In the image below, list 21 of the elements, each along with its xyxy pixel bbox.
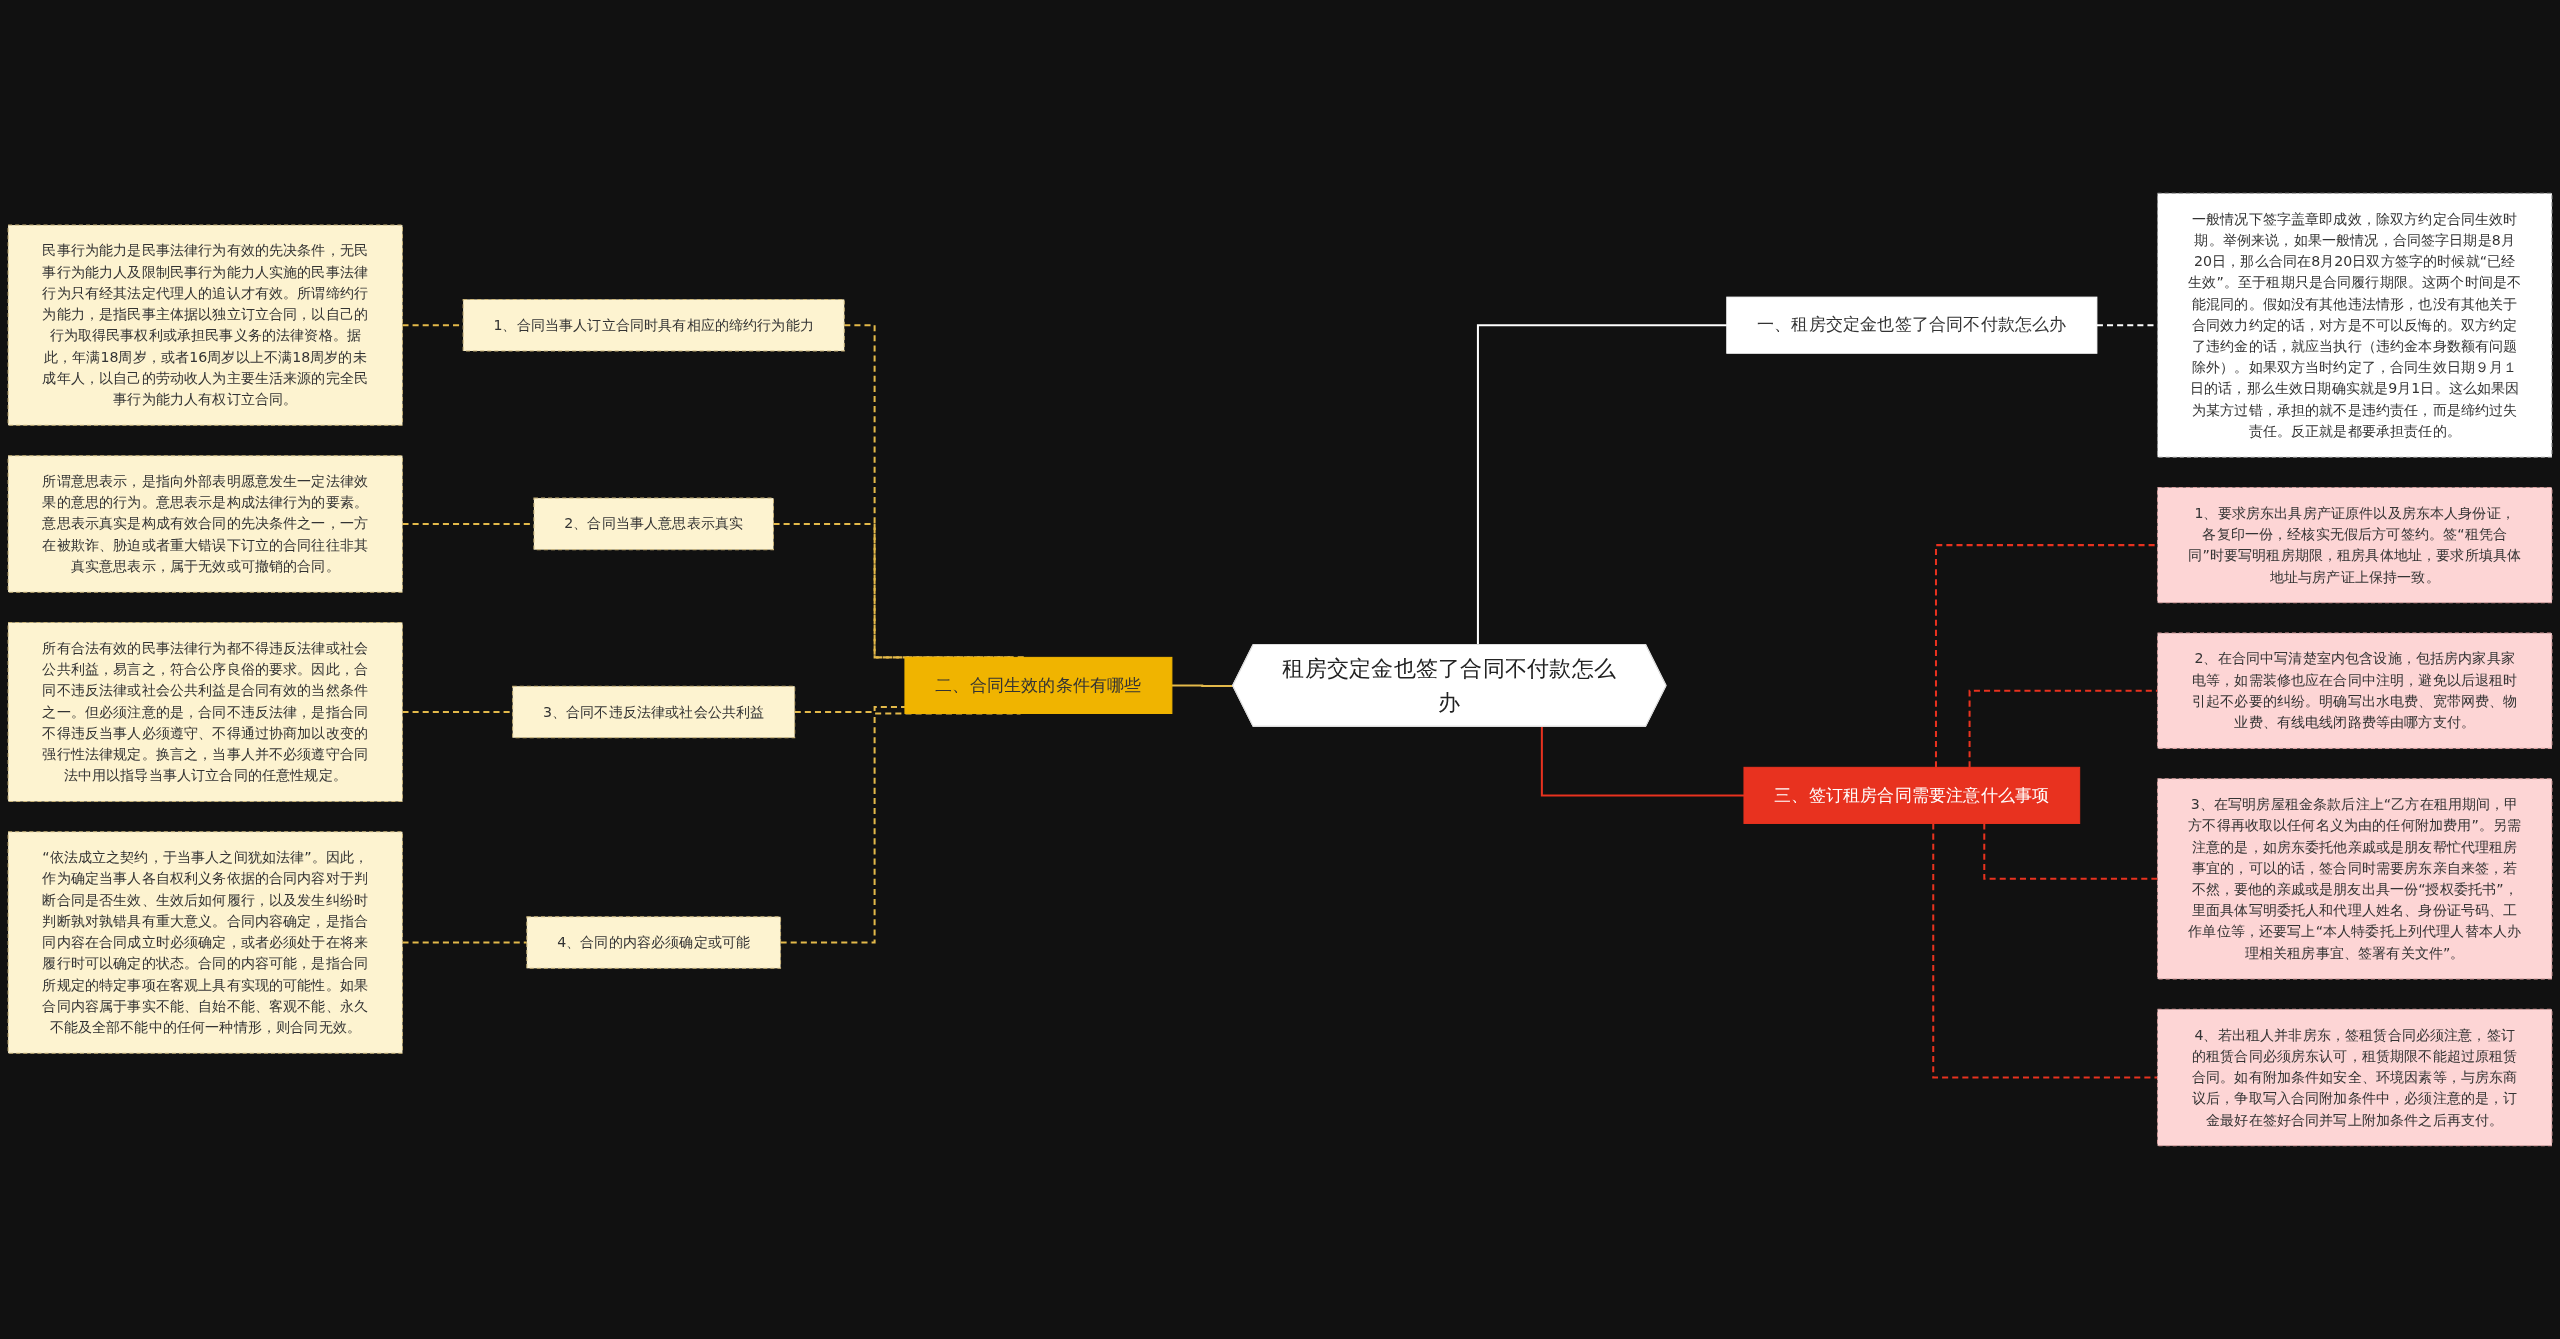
node-box: 3、合同不违反法律或社会公共利益 xyxy=(512,685,796,739)
connector xyxy=(1932,823,2158,1079)
node-box: 三、签订租房合同需要注意什么事项 xyxy=(1743,766,2081,824)
node-box: “依法成立之契约，于当事人之间犹如法律”。因此，作为确定当事人各自权利义务依据的合同内容对于判断合同是否生效、生效后如何履行，以及发生纠纷时判断孰对孰错具有重大意义。合同内容确定，是指合同内容在合同成立时必须确定，或者必须处于在将来履行时可以确定的状态。合同的内容可能，是指合同所规定的特定事项在客观上具有实现的可能性。如果合同内容属于事实不能、自始不能、客观不能、永久不能及全部不能中的任何一种情形，则合同无效。 xyxy=(7,831,403,1054)
connector xyxy=(1476,324,1727,645)
node-box: 2、在合同中写清楚室内包含设施，包括房内家具家电等，如需装修也应在合同中注明，避免以后退租时引起不必要的纠纷。明确写出水电费、宽带网费、物业费、有线电线闭路费等由哪方支付。 xyxy=(2157,632,2553,749)
node-box: 3、在写明房屋租金条款后注上“乙方在租用期间，甲方不得再收取以任何名义为由的任何附加费用”。另需注意的是，如房东委托他亲戚或是朋友帮忙代理租房事宜的，可以的话，签合同时需要房东亲自来签，若不然，要他的亲戚或是朋友出具一份“授权委托书”，里面具体写明委托人和代理人姓名、身份证号码、工作单位等，还要写上“本人特委托上列代理人替本人办理相关租房事宜、签署有关文件”。 xyxy=(2157,778,2553,980)
node-box: 所有合法有效的民事法律行为都不得违反法律或社会公共利益，易言之，符合公序良俗的要求。因此，合同不违反法律或社会公共利益是合同有效的当然条件之一。但必须注意的是，合同不违反法律，是指合同不得违反当事人必须遵守、不得通过协商加以改变的强行性法律规定。换言之，当事人并不必须遵守合同法中用以指导当事人订立合同的任意性规定。 xyxy=(7,621,403,802)
node-box: 民事行为能力是民事法律行为有效的先决条件，无民事行为能力人及限制民事行为能力人实施的民事法律行为只有经其法定代理人的追认才有效。所谓缔约行为能力，是指民事主体据以独立订立合同，以自己的行为取得民事权利或承担民事义务的法律资格。据此，年满18周岁，或者16周岁以上不满18周岁的未成年人，以自己的劳动收人为主要生活来源的完全民事行为能力人有权订立合同。 xyxy=(7,224,403,426)
connector xyxy=(1540,726,1744,797)
node-box: 4、若出租人并非房东，签租赁合同必须注意，签订的租赁合同必须房东认可，租赁期限不能超过原租赁合同。如有附加条件如安全、环境因素等，与房东商议后，争取写入合同附加条件中，必须注意的是，订金最好在签好合同并写上附加条件之后再支付。 xyxy=(2157,1008,2553,1147)
node-box: 1、合同当事人订立合同时具有相应的缔约行为能力 xyxy=(462,298,845,352)
node-box: 所谓意思表示，是指向外部表明愿意发生一定法律效果的意思的行为。意思表示是构成法律行为的要素。意思表示真实是构成有效合同的先决条件之一，一方在被欺诈、胁迫或者重大错误下订立的合同往往非其真实意思表示，属于无效或可撤销的合同。 xyxy=(7,455,403,593)
node-box: 2、合同当事人意思表示真实 xyxy=(533,497,774,551)
node-box: 二、合同生效的条件有哪些 xyxy=(904,656,1173,714)
node-box: 1、要求房东出具房产证原件以及房东本人身份证，各复印一份，经核实无假后方可签约。签“租凭合同”时要写明租房期限，租房具体地址，要求所填具体地址与房产证上保持一致。 xyxy=(2157,487,2553,604)
node-box: 一般情况下签字盖章即成效，除双方约定合同生效时期。举例来说，如果一般情况，合同签字日期是8月20日，那么合同在8月20日双方签字的时候就“已经生效”。至于租期只是合同履行期限。这两个时间是不能混同的。假如没有其他违法情形，也没有其他关于合同效力约定的话，对方是不可以反悔的。双方约定了违约金的话，就应当执行（违约金本身数额有问题除外）。如果双方当时约定了，合同生效日期９月１日的话，那么生效日期确实就是9月1日。这么如果因为某方过错，承担的就不是违约责任，而是缔约过失责任。反正就是都要承担责任的。 xyxy=(2157,192,2553,458)
connector xyxy=(1934,544,2158,768)
node-box: 4、合同的内容必须确定或可能 xyxy=(526,916,782,969)
connector xyxy=(1983,823,2158,880)
node-box: 一、租房交定金也签了合同不付款怎么办 xyxy=(1726,296,2098,354)
